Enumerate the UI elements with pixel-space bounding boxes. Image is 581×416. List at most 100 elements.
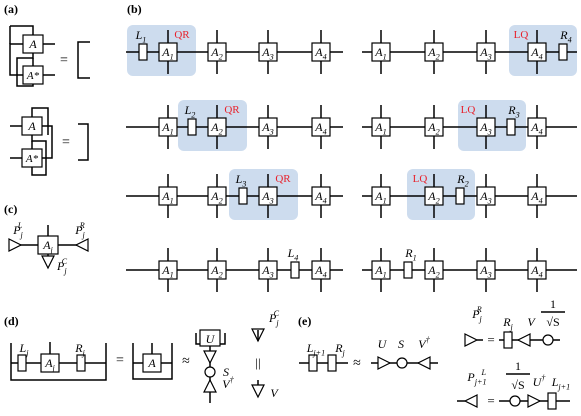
tensor-A2-label: A2 xyxy=(210,263,222,279)
bond-Rj-e-label: Rj xyxy=(334,341,345,357)
block-frame xyxy=(132,343,173,380)
S-circle-e xyxy=(396,357,408,369)
tensor-A4-label: A4 xyxy=(530,189,542,205)
one-label-PL: 1 xyxy=(515,359,521,373)
tensor-A2 xyxy=(424,186,444,206)
tensor-A2 xyxy=(207,260,227,280)
lq-label: LQ xyxy=(514,29,529,41)
panel-label-b: (b) xyxy=(127,2,142,16)
tensor-A3-label: A3 xyxy=(479,45,491,61)
tensor-A2-label: A2 xyxy=(210,45,222,61)
projector-PL-label: PjL xyxy=(12,221,23,239)
bond-label-R3: R3 xyxy=(507,103,519,119)
tensor-A3 xyxy=(476,186,496,206)
bond-label-L3: L3 xyxy=(235,172,247,188)
tensor-Aj-d-label: Aj xyxy=(44,356,55,372)
projector-PR-e-label: PjR xyxy=(471,305,482,323)
tensor-A3 xyxy=(258,260,278,280)
Vdag-label-e: V† xyxy=(418,336,430,351)
tensor-A4-label: A4 xyxy=(530,45,542,61)
Vdag-triangle xyxy=(203,378,217,393)
tensor-A3 xyxy=(476,260,496,280)
tensor-A2-label: A2 xyxy=(427,263,439,279)
tensor-A4-label: A4 xyxy=(314,120,326,136)
tensor-A3 xyxy=(258,42,278,62)
qr-label: QR xyxy=(224,104,240,116)
tensor-Astar-label-2: A* xyxy=(25,153,39,165)
tensor-A1-label: A1 xyxy=(374,120,386,136)
sqrtS-label-PL: √S xyxy=(511,378,524,392)
tensor-A3-label: A3 xyxy=(261,45,273,61)
tensor-A1-label: A1 xyxy=(374,45,386,61)
lq-label: LQ xyxy=(413,173,428,185)
right-contraction xyxy=(42,125,53,159)
bond-Lj xyxy=(17,354,27,372)
tensor-A2 xyxy=(424,117,444,137)
tensor-A4-label: A4 xyxy=(314,189,326,205)
tensor-A1-label: A1 xyxy=(161,263,173,279)
bond-Rj-e xyxy=(327,354,337,372)
tensor-A3-label: A3 xyxy=(261,189,273,205)
tensor-Aj-label: Aj xyxy=(42,238,53,254)
bond-label-R1: R1 xyxy=(404,246,416,262)
Vdag-tri-e xyxy=(416,356,431,370)
tensor-A-label: A xyxy=(28,37,37,51)
tensor-A1-label: A1 xyxy=(161,45,173,61)
tensor-A4-label: A4 xyxy=(314,263,326,279)
projector-PR-label: PjR xyxy=(74,221,85,239)
tensor-A1 xyxy=(371,186,391,206)
bond-L3 xyxy=(238,187,248,205)
lq-label: LQ xyxy=(461,104,476,116)
tensor-A3-label: A3 xyxy=(261,263,273,279)
environment-frame xyxy=(10,343,107,381)
bond-Rj-PR xyxy=(503,331,513,349)
tensor-A3-label: A3 xyxy=(479,189,491,205)
V-tri-PR xyxy=(516,333,531,347)
approx-sign-e: ≈ xyxy=(353,356,361,371)
bond-R1 xyxy=(403,261,413,279)
sqrtS-label-PR: √S xyxy=(546,315,559,329)
approx-sign-d: ≈ xyxy=(182,354,190,369)
bond-Lj1-label: Lj+1 xyxy=(306,341,326,357)
tensor-A4 xyxy=(527,186,547,206)
bond-Rj-PR-label: Rj xyxy=(502,315,513,331)
tensor-A3-label: A3 xyxy=(261,120,273,136)
panel-a: (a)AA*=AA*= xyxy=(4,2,90,176)
S-label-e: S xyxy=(398,337,404,351)
bond-label-L4: L4 xyxy=(287,246,299,262)
bond-Lj1-PL-label: Lj+1 xyxy=(551,375,571,391)
tensor-A3 xyxy=(258,186,278,206)
bond-Lj-label: Lj xyxy=(19,341,30,357)
tensor-A2 xyxy=(207,186,227,206)
tensor-A1-label: A1 xyxy=(374,189,386,205)
panel-label-a: (a) xyxy=(4,2,18,16)
bond-Lj1-PL xyxy=(547,392,557,410)
panel-label-e: (e) xyxy=(298,314,311,328)
panel-label-c: (c) xyxy=(4,202,17,216)
bond-label-L2: L2 xyxy=(184,103,196,119)
U-label: U xyxy=(206,332,216,346)
projector-PR-e xyxy=(464,333,479,347)
projector-PR xyxy=(74,238,89,252)
tensor-A3-label: A3 xyxy=(479,263,491,279)
tensor-A1 xyxy=(158,260,178,280)
equals-PR: = xyxy=(487,332,494,347)
one-label-PR: 1 xyxy=(550,297,556,311)
tensor-A2-label: A2 xyxy=(427,120,439,136)
bond-Rj-label: Rj xyxy=(74,341,85,357)
Vdag-label: V† xyxy=(222,376,234,391)
projector-PL-e-label: Pj+1L xyxy=(466,368,486,386)
V-label-d: V xyxy=(270,386,279,400)
tensor-A2-label: A2 xyxy=(210,120,222,136)
qr-label: QR xyxy=(275,173,291,185)
tensor-A4 xyxy=(527,260,547,280)
tensor-A4 xyxy=(311,42,331,62)
bond-R3 xyxy=(506,118,516,136)
Udag-tri xyxy=(527,394,542,408)
V-triangle xyxy=(251,384,265,399)
tensor-Aj xyxy=(37,235,59,255)
